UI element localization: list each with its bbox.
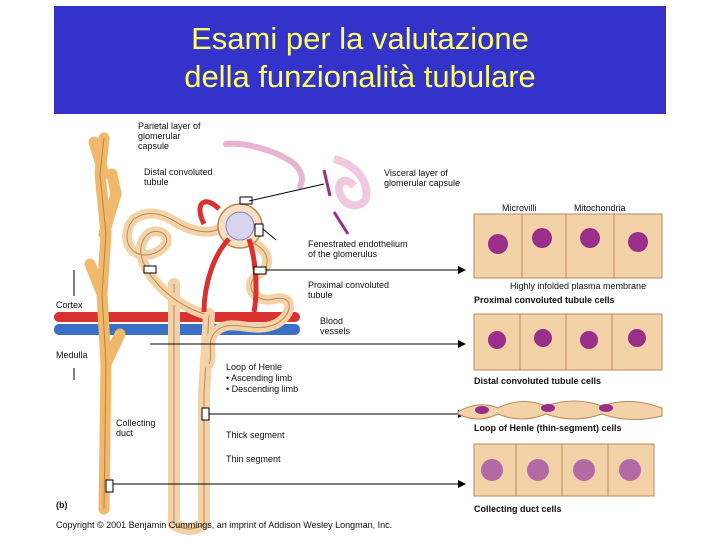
peritubular-capillary (197, 199, 221, 226)
label-cells-proximal: Proximal convoluted tubule cells (474, 295, 615, 305)
label-microvilli: Microvilli (502, 203, 537, 213)
label-thin-segment: Thin segment (226, 454, 281, 464)
label-cortex: Cortex (56, 300, 83, 310)
label-cells-distal: Distal convoluted tubule cells (474, 376, 601, 386)
fenestrated-endothelium-magnified (322, 169, 350, 235)
distal-cells (473, 313, 663, 371)
label-cells-collecting: Collecting duct cells (474, 504, 562, 514)
collecting-duct-outline (99, 137, 107, 510)
label-thick-segment: Thick segment (226, 430, 285, 440)
proximal-tubule (204, 234, 295, 369)
arrows-to-cells (113, 183, 458, 485)
title-bar: Esami per la valutazione della funzional… (54, 6, 666, 114)
copyright: Copyright © 2001 Benjamin Cummings, an i… (56, 520, 392, 530)
label-mitochondria: Mitochondria (574, 203, 626, 213)
slide-title: Esami per la valutazione della funzional… (184, 21, 536, 94)
parietal-layer-magnified (223, 140, 305, 189)
visceral-layer-magnified (332, 155, 371, 210)
loop-of-henle-edge (173, 284, 210, 530)
proximal-cells (473, 213, 663, 279)
arrowheads (458, 266, 466, 488)
collecting-duct-cells (473, 443, 655, 497)
label-panel-b: (b) (56, 500, 68, 510)
glomerulus (225, 211, 255, 241)
label-infolded: Highly infolded plasma membrane (510, 281, 646, 291)
label-loop-of-henle: Loop of Henle• Ascending limb• Descendin… (226, 362, 298, 394)
label-medulla: Medulla (56, 350, 88, 360)
henle-thin-cells (457, 400, 663, 420)
afferent-arteriole (201, 237, 259, 313)
label-cells-henle: Loop of Henle (thin-segment) cells (474, 423, 622, 433)
